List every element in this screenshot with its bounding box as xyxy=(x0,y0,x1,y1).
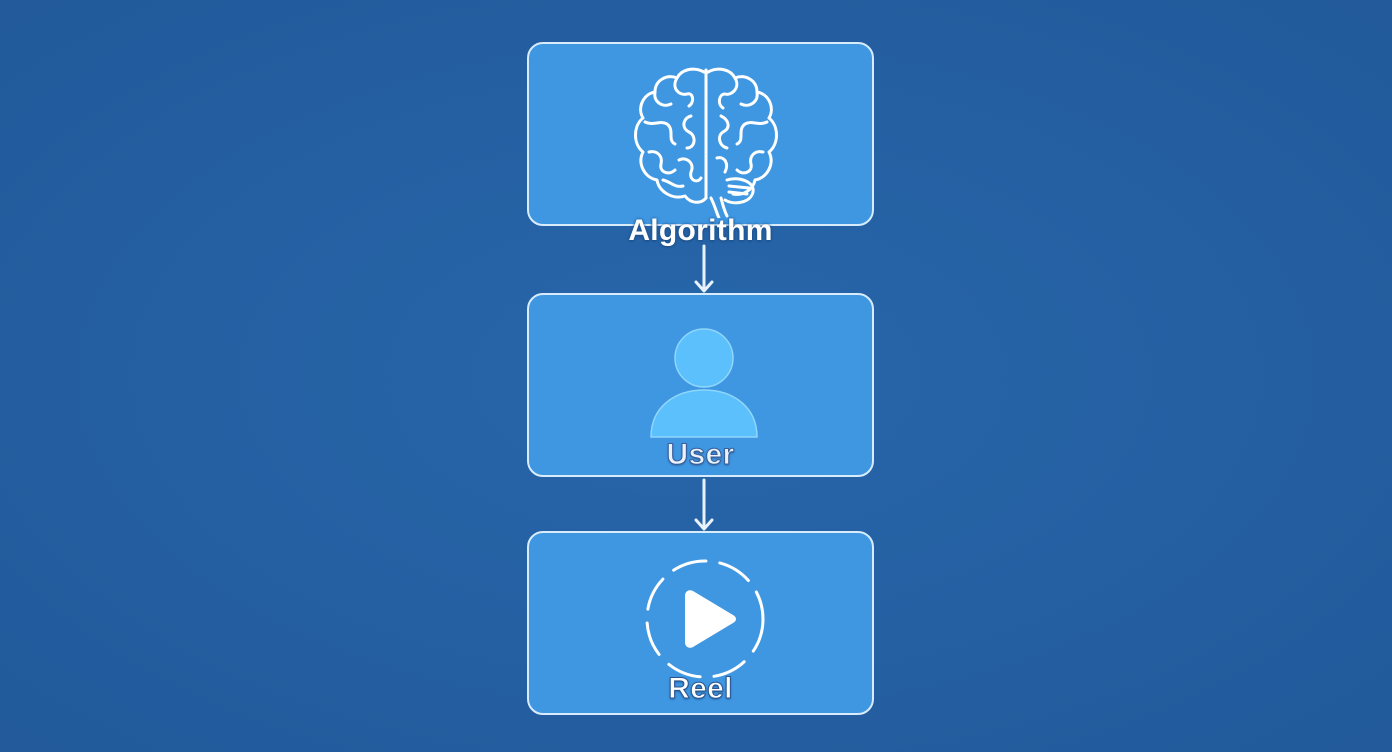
algorithm-node[interactable]: Algorithm xyxy=(527,42,874,247)
arrow-user-to-reel xyxy=(694,478,714,531)
reel-node[interactable]: Reel xyxy=(527,531,874,715)
brain-icon xyxy=(634,67,778,218)
arrow-algorithm-to-user xyxy=(694,244,714,293)
reel-label: Reel xyxy=(668,672,733,706)
user-label: User xyxy=(666,438,735,472)
person-icon xyxy=(650,328,758,438)
algorithm-label: Algorithm xyxy=(628,214,773,247)
user-node[interactable]: User xyxy=(527,293,874,477)
play-icon xyxy=(645,559,765,679)
